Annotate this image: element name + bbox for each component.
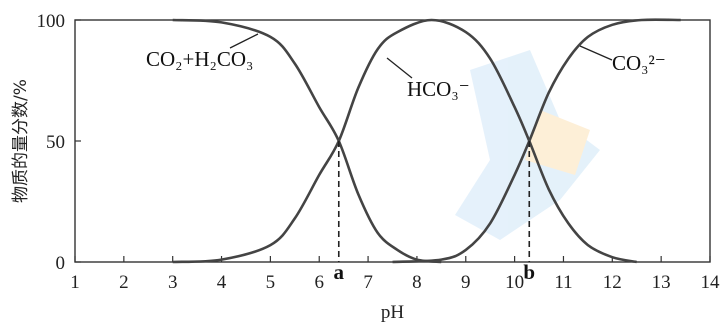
series-label-hco3-leader — [386, 57, 413, 79]
x-tick-label: 1 — [70, 272, 80, 293]
y-axis-title: 物质的量分数/% — [11, 79, 31, 203]
x-tick-label: 14 — [701, 272, 721, 293]
series-label-co3: CO₃²⁻ — [612, 51, 666, 75]
watermark-logo-shape — [525, 110, 590, 175]
x-tick-label: 8 — [412, 272, 422, 293]
x-tick-label: 5 — [266, 272, 276, 293]
x-tick-label: 10 — [505, 272, 524, 293]
x-tick-label: 13 — [652, 272, 671, 293]
x-tick-label: 3 — [168, 272, 178, 293]
y-tick-label: 50 — [46, 132, 65, 153]
series-label-co2-h2co3-leader — [229, 33, 259, 49]
y-tick-label: 0 — [56, 253, 66, 274]
x-tick-label: 2 — [119, 272, 129, 293]
x-tick-label: 7 — [363, 272, 373, 293]
point-label-a: a — [334, 260, 345, 284]
x-axis-title: pH — [381, 302, 405, 323]
x-tick-label: 12 — [603, 272, 622, 293]
x-tick-label: 4 — [217, 272, 227, 293]
x-tick-label: 11 — [554, 272, 572, 293]
series-label-co3-leader — [579, 45, 613, 61]
x-tick-label: 6 — [314, 272, 324, 293]
x-tick-label: 9 — [461, 272, 471, 293]
y-tick-label: 100 — [37, 11, 66, 32]
series-label-hco3: HCO₃⁻ — [407, 77, 470, 101]
series-co3-curve — [392, 18, 681, 264]
series-label-co2-h2co3: CO₂+H₂CO₃ — [146, 47, 253, 71]
point-label-b: b — [523, 260, 535, 284]
series-hco3-curve — [172, 18, 637, 264]
